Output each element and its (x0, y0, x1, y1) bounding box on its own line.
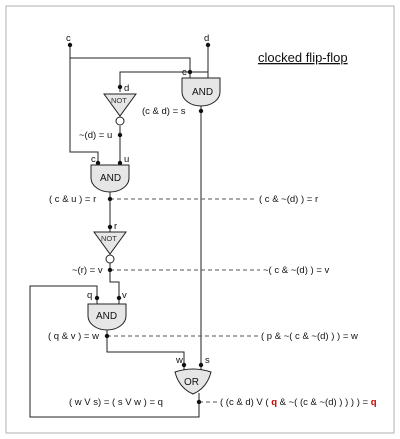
label-q: ( w V s) = ( s V w ) = q (69, 397, 163, 408)
pin-and3-q: q (87, 290, 92, 301)
input-d-label: d (204, 33, 209, 44)
pin-and2-u: u (124, 154, 129, 165)
label-v: ~(r) = v (72, 265, 103, 276)
label-u: ~(d) = u (79, 130, 112, 141)
or-gate: OR (174, 368, 212, 395)
input-c-label: c (66, 33, 71, 44)
label-s: (c & d) = s (142, 106, 186, 117)
and-gate-2: AND (90, 164, 130, 193)
label-r: ( c & u ) = r (49, 194, 96, 205)
not-gate-2: NOT (93, 231, 127, 264)
expr-w: ( p & ~( c & ~(d) ) ) = w (261, 331, 358, 342)
pin-and3-v: v (122, 290, 127, 301)
expr-q-var-2: q (371, 397, 377, 408)
diagram-border (5, 5, 395, 434)
and-gate-1: AND (181, 77, 221, 107)
expr-q-var-1: q (271, 397, 277, 408)
pin-not1-d: d (124, 83, 129, 94)
expr-q: ( (c & d) V ( q & ~( (c & ~(d) ) ) ) ) =… (220, 397, 377, 408)
pin-not2-r: r (114, 221, 117, 232)
svg-text:AND: AND (192, 87, 213, 98)
guide-lines (107, 198, 260, 403)
svg-text:NOT: NOT (111, 96, 127, 105)
expr-v: ~( c & ~(d) ) = v (263, 265, 330, 276)
not-gate-1: NOT (103, 93, 137, 126)
pin-or-w: w (175, 355, 183, 366)
junction-dots (67, 42, 211, 405)
label-w: ( q & v ) = w (48, 331, 99, 342)
expr-r: ( c & ~(d) ) = r (259, 194, 318, 205)
pin-or-s: s (205, 355, 210, 366)
svg-text:AND: AND (100, 173, 121, 184)
pin-and2-c: c (91, 154, 96, 165)
diagram-title: clocked flip-flop (258, 50, 348, 65)
pin-and1-c: c (182, 67, 187, 78)
svg-text:OR: OR (184, 377, 199, 388)
svg-text:NOT: NOT (101, 234, 117, 243)
svg-text:AND: AND (96, 311, 117, 322)
and-gate-3: AND (87, 303, 127, 331)
